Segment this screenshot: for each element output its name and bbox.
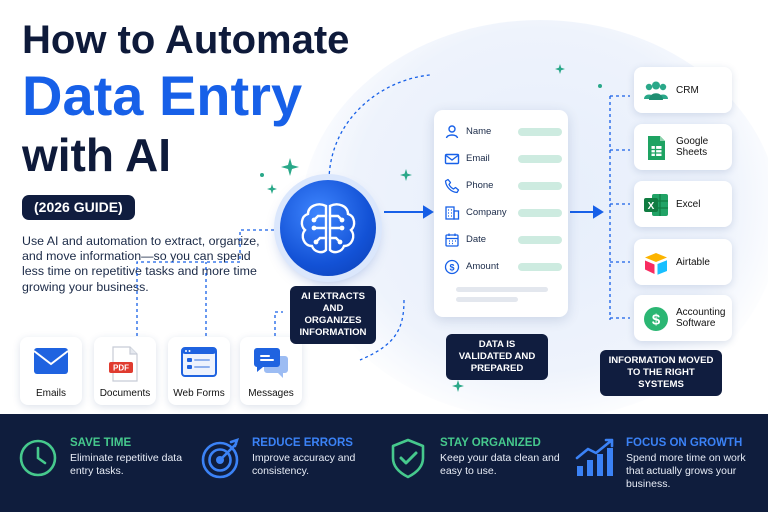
guide-badge: (2026 GUIDE) [22, 195, 135, 220]
destination-card-accounting-software: $ Accounting Software [634, 295, 732, 341]
benefit-save-time: SAVE TIME Eliminate repetitive data entr… [18, 414, 188, 512]
benefit-title: STAY ORGANIZED [440, 437, 541, 449]
web-form-icon [181, 347, 217, 377]
title-line-1: How to Automate [22, 18, 350, 62]
target-icon [201, 437, 240, 479]
field-label: Phone [466, 180, 494, 191]
ai-brain-circle [280, 180, 376, 276]
destination-label: Accounting Software [676, 307, 726, 329]
field-value-bar [518, 155, 562, 163]
title-line-2: Data Entry [22, 64, 303, 127]
building-icon [445, 206, 460, 220]
data-form-card: Name Email Phone Company Date $ Amount [434, 110, 568, 317]
destination-label: Google Sheets [676, 136, 709, 158]
field-label: Amount [466, 261, 499, 272]
phone-icon [444, 178, 460, 194]
intro-text: Use AI and automation to extract, organi… [22, 234, 260, 294]
destination-card-google-sheets: Google Sheets [634, 124, 732, 170]
source-card-messages: Messages [240, 337, 302, 405]
growth-chart-icon [575, 438, 614, 476]
benefit-title: SAVE TIME [70, 437, 132, 449]
benefit-description: Keep your data clean and easy to use. [440, 452, 560, 477]
placeholder-bar [456, 297, 518, 302]
ai-brain-icon [300, 203, 356, 254]
title-line-3: with AI [22, 129, 172, 181]
source-label: Emails [35, 388, 66, 399]
destination-label: Excel [676, 198, 701, 210]
dollar-icon: $ [444, 259, 460, 275]
field-value-bar [518, 182, 562, 190]
svg-text:$: $ [652, 312, 661, 329]
form-caption: DATA IS VALIDATED AND PREPARED [446, 334, 548, 380]
people-group-icon [644, 81, 668, 100]
svg-text:PDF: PDF [113, 364, 129, 373]
calendar-icon [445, 233, 459, 247]
ai-step-label: AI EXTRACTS AND ORGANIZES INFORMATION [290, 286, 376, 344]
form-row-name: Name [444, 124, 562, 140]
benefit-focus-on-growth: FOCUS ON GROWTH Spend more time on work … [574, 414, 764, 512]
mail-icon [444, 153, 460, 165]
clock-icon [19, 439, 57, 477]
svg-text:$: $ [449, 263, 454, 273]
placeholder-bar [456, 287, 548, 292]
field-label: Company [466, 207, 507, 218]
field-value-bar [518, 263, 562, 271]
destination-label: CRM [676, 84, 699, 96]
source-card-web-forms: Web Forms [168, 337, 230, 405]
destination-card-airtable: Airtable [634, 239, 732, 285]
benefit-reduce-errors: REDUCE ERRORS Improve accuracy and consi… [200, 414, 370, 512]
benefit-description: Eliminate repetitive data entry tasks. [70, 452, 183, 477]
field-value-bar [518, 128, 562, 136]
destination-card-crm: CRM [634, 67, 732, 113]
field-label: Email [466, 153, 490, 164]
benefit-description: Improve accuracy and consistency. [252, 452, 356, 477]
envelope-icon [33, 348, 69, 374]
destination-card-excel: X Excel [634, 181, 732, 227]
source-label: Documents [99, 388, 151, 399]
destination-label: Airtable [676, 256, 710, 268]
benefit-title: REDUCE ERRORS [252, 437, 353, 449]
benefit-stay-organized: STAY ORGANIZED Keep your data clean and … [388, 414, 560, 512]
chat-bubble-icon [254, 348, 288, 378]
field-value-bar [518, 209, 562, 217]
destinations-caption: INFORMATION MOVED TO THE RIGHT SYSTEMS [600, 350, 722, 396]
pdf-document-icon: PDF [109, 346, 138, 382]
field-label: Date [466, 234, 487, 245]
form-row-amount: $ Amount [444, 259, 562, 275]
svg-text:X: X [648, 201, 655, 212]
field-label: Name [466, 126, 492, 137]
benefit-description: Spend more time on work that actually gr… [626, 452, 746, 490]
google-sheets-icon [648, 136, 665, 160]
shield-check-icon [391, 438, 425, 479]
form-row-phone: Phone [444, 178, 562, 194]
form-row-date: Date [444, 232, 562, 248]
form-row-company: Company [444, 205, 562, 221]
user-icon [445, 125, 459, 139]
source-card-documents: PDF Documents [94, 337, 156, 405]
benefits-footer: SAVE TIME Eliminate repetitive data entr… [0, 414, 768, 512]
field-value-bar [518, 236, 562, 244]
benefit-title: FOCUS ON GROWTH [626, 437, 743, 449]
source-label: Web Forms [173, 388, 225, 399]
source-card-emails: Emails [20, 337, 82, 405]
source-label: Messages [248, 388, 294, 399]
dollar-circle-icon: $ [644, 307, 668, 331]
airtable-icon [645, 253, 667, 275]
excel-icon: X [644, 194, 668, 216]
form-row-email: Email [444, 151, 562, 167]
